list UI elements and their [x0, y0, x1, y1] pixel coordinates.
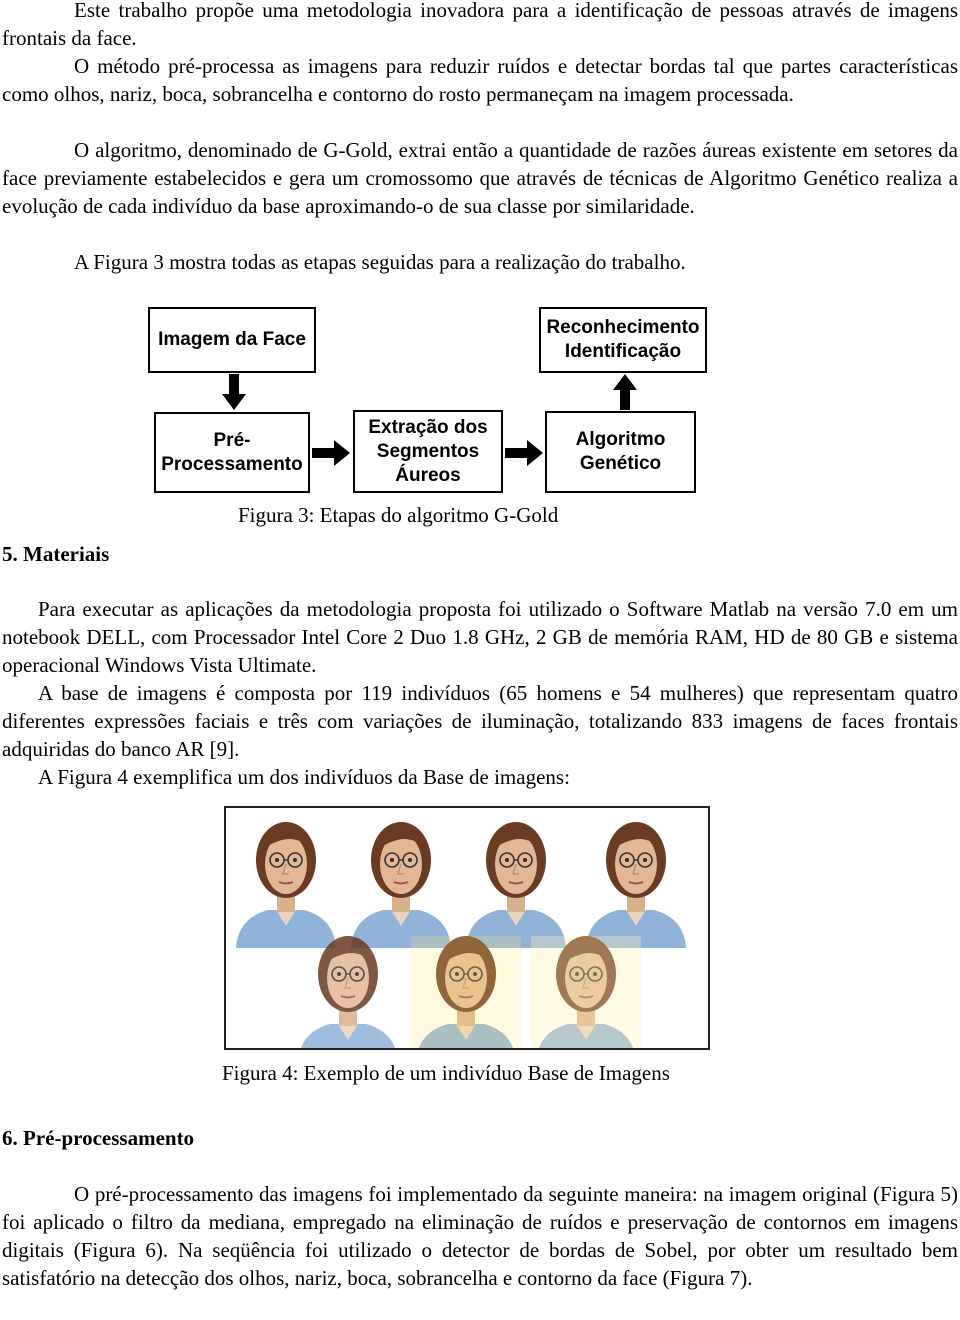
- box-pre-processamento: Pré- Processamento: [154, 412, 310, 493]
- box-pre-label-2: Processamento: [161, 453, 303, 475]
- section-5-paragraph-2: A base de imagens é composta por 119 ind…: [2, 681, 958, 761]
- figure-4-caption: Figura 4: Exemplo de um indivíduo Base d…: [222, 1061, 670, 1085]
- intro-paragraph-3: O algoritmo, denominado de G-Gold, extra…: [2, 138, 958, 218]
- box-algoritmo-label-2: Genético: [579, 453, 662, 474]
- box-extracao-label-3: Áureos: [395, 464, 461, 486]
- section-5-paragraph-1: Para executar as aplicações da metodolog…: [2, 597, 958, 677]
- section-6-paragraph-1: O pré-processamento das imagens foi impl…: [2, 1182, 958, 1290]
- arrow-right-icon: [312, 440, 350, 466]
- arrow-down-icon: [222, 374, 246, 410]
- intro-paragraph-2: O método pré-processa as imagens para re…: [2, 54, 958, 106]
- box-reconhecimento-label-2: Identificação: [564, 341, 682, 362]
- box-pre-label-1: Pré-: [213, 429, 251, 451]
- box-extracao-label-2: Segmentos: [376, 440, 480, 462]
- box-algoritmo-genetico: Algoritmo Genético: [545, 411, 696, 493]
- arrow-up-icon: [613, 374, 637, 410]
- box-extracao-segmentos: Extração dos Segmentos Áureos: [353, 410, 503, 493]
- box-reconhecimento: Reconhecimento Identificação: [539, 307, 707, 373]
- box-reconhecimento-label-1: Reconhecimento: [546, 317, 700, 338]
- section-6-heading: 6. Pré-processamento: [2, 1126, 195, 1150]
- box-imagem-da-face: Imagem da Face: [148, 307, 316, 373]
- face-photos-illustration: [235, 821, 687, 1048]
- section-5-paragraph-3: A Figura 4 exemplifica um dos indivíduos…: [38, 765, 570, 789]
- intro-paragraph-4: A Figura 3 mostra todas as etapas seguid…: [74, 250, 686, 274]
- box-imagem-label: Imagem da Face: [158, 329, 306, 350]
- arrow-right-icon: [505, 440, 543, 466]
- section-5-heading: 5. Materiais: [2, 542, 110, 566]
- intro-paragraph-1: Este trabalho propõe uma metodologia ino…: [2, 0, 958, 50]
- box-algoritmo-label-1: Algoritmo: [575, 429, 666, 450]
- box-extracao-label-1: Extração dos: [368, 416, 488, 438]
- figure-3-caption: Figura 3: Etapas do algoritmo G-Gold: [238, 503, 559, 527]
- figure-4-photo-grid: [224, 806, 710, 1050]
